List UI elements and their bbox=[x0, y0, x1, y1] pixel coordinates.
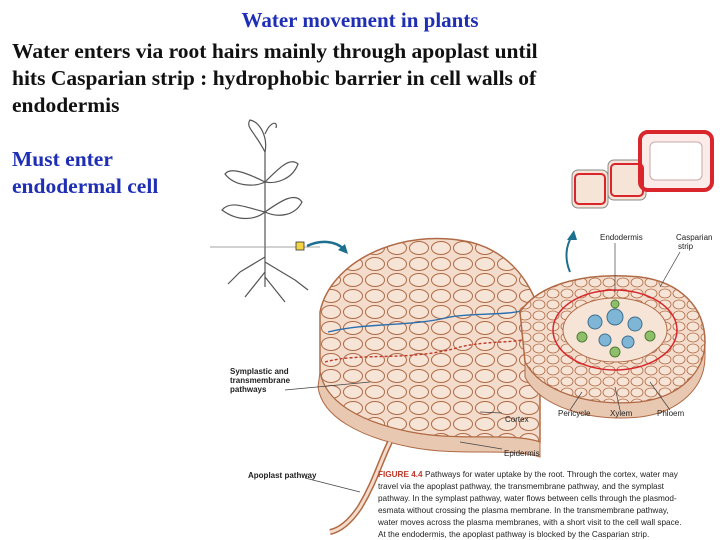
leader-lines bbox=[284, 243, 681, 493]
casparian-label-line2: strip bbox=[678, 242, 694, 251]
caption-line: water moves across the plasma membranes,… bbox=[377, 518, 682, 527]
slide-title: Water movement in plants bbox=[241, 8, 479, 32]
caption-line: At the endodermis, the apoplast pathway … bbox=[378, 530, 649, 539]
highlight-line: endodermal cell bbox=[12, 174, 159, 198]
inset-arrowhead bbox=[567, 230, 577, 240]
cortex-block bbox=[317, 237, 541, 458]
caption-heading: FIGURE 4.4 bbox=[378, 470, 423, 479]
highlight-line: Must enter bbox=[12, 147, 113, 171]
casparian-label-line1: Casparian bbox=[676, 233, 712, 242]
body-line: endodermis bbox=[12, 93, 120, 117]
caption-line: Pathways for water uptake by the root. T… bbox=[425, 470, 679, 479]
pericycle-label: Pericycle bbox=[558, 409, 591, 418]
symplastic-label-line1: Symplastic and bbox=[230, 367, 289, 376]
zoom-marker bbox=[295, 241, 305, 251]
body-line: Water enters via root hairs mainly throu… bbox=[12, 39, 538, 63]
epidermis-label: Epidermis bbox=[504, 449, 540, 458]
slide-body: Water enters via root hairs mainly throu… bbox=[12, 38, 712, 119]
body-line: hits Casparian strip : hydrophobic barri… bbox=[12, 66, 537, 90]
inset-arrow bbox=[565, 235, 573, 273]
plant-sketch bbox=[210, 119, 320, 303]
symplastic-label-line2: transmembrane bbox=[230, 376, 291, 385]
cortex-label: Cortex bbox=[505, 415, 529, 424]
endodermis-label: Endodermis bbox=[600, 233, 643, 242]
caption-line: pathway. In the symplast pathway, water … bbox=[378, 494, 677, 503]
xylem-label: Xylem bbox=[610, 409, 633, 418]
caption-line: esmata without crossing the plasma membr… bbox=[378, 506, 669, 515]
slide-highlight: Must enter endodermal cell bbox=[12, 146, 212, 200]
figure-caption: FIGURE 4.4 Pathways for water uptake by … bbox=[377, 470, 682, 539]
phloem-label: Phloem bbox=[657, 409, 684, 418]
zoom-arrow bbox=[306, 240, 346, 251]
endodermis-inset bbox=[571, 130, 714, 209]
apoplast-label: Apoplast pathway bbox=[248, 471, 317, 480]
zoom-arrowhead bbox=[338, 244, 348, 254]
symplastic-label-line3: pathways bbox=[230, 385, 267, 394]
stele-block bbox=[519, 275, 706, 419]
root-water-pathway-figure: Endodermis Casparian strip Symplastic an… bbox=[210, 119, 714, 539]
caption-line: travel via the apoplast pathway, the tra… bbox=[378, 482, 665, 491]
